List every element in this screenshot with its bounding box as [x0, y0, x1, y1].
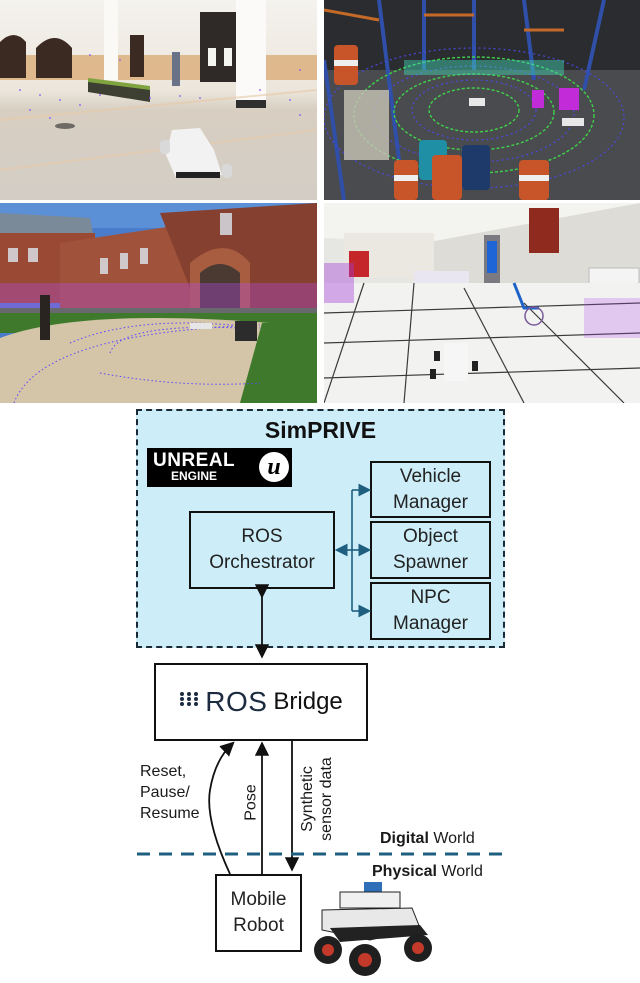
ros-dots-icon: [179, 689, 199, 715]
orchestrator-line1: ROS: [241, 526, 283, 547]
reset-label: Reset, Pause/ Resume: [140, 761, 200, 824]
scene-warehouse: [324, 0, 640, 200]
simprive-title: SimPRIVE: [264, 417, 377, 443]
unreal-logo-line1: UNREAL: [153, 450, 236, 471]
scene-campus: [0, 203, 317, 403]
digital-world-label: Digital World: [380, 828, 475, 849]
unreal-engine-logo: UNREAL ENGINE u: [147, 448, 292, 487]
scene-indoor-hall: [0, 0, 317, 200]
reset-label-line1: Reset,: [140, 763, 187, 780]
vehicle-manager-line1: Vehicle: [399, 465, 462, 487]
reset-label-line2: Pause/: [140, 784, 190, 801]
physical-robot-image: [314, 882, 432, 976]
physical-rest: World: [436, 863, 483, 880]
npc-manager-line1: NPC: [410, 587, 451, 608]
synthetic-label-line1: Synthetic: [299, 766, 316, 832]
npc-manager-line2: Manager: [393, 613, 468, 634]
orchestrator-module-links: [334, 483, 372, 618]
warehouse-illustration: [324, 0, 640, 200]
scene-hospital: [324, 203, 640, 403]
pose-label: Pose: [242, 784, 260, 821]
digital-rest: World: [428, 830, 475, 847]
hospital-illustration: [324, 203, 640, 403]
vehicle-manager-line2: Manager: [393, 491, 468, 513]
mobile-robot-box: Mobile Robot: [215, 874, 302, 952]
bridge-text: Bridge: [273, 688, 343, 715]
physical-bold: Physical: [372, 863, 437, 880]
robot-render-hospital: [430, 343, 478, 381]
physical-world-label: Physical World: [372, 861, 483, 882]
reset-arrow: [208, 741, 235, 875]
unreal-u-glyph: u: [267, 454, 281, 480]
indoor-hall-illustration: [0, 0, 317, 178]
object-spawner-line1: Object: [403, 526, 458, 547]
npc-manager-box: NPC Manager: [370, 582, 491, 640]
robot-render: [160, 128, 232, 178]
vehicle-manager-box: Vehicle Manager: [370, 461, 491, 518]
orchestrator-line2: Orchestrator: [209, 552, 315, 573]
reset-label-line3: Resume: [140, 805, 200, 822]
mobile-robot-line1: Mobile: [230, 889, 287, 910]
ros-logo-text: ROS: [205, 686, 268, 717]
object-spawner-box: Object Spawner: [370, 521, 491, 579]
digital-bold: Digital: [380, 830, 429, 847]
ros-orchestrator-box: ROS Orchestrator: [189, 511, 335, 589]
ros-bridge-box: ROS Bridge: [154, 663, 368, 741]
synthetic-label-line2: sensor data: [318, 757, 335, 841]
mobile-robot-line2: Robot: [233, 915, 284, 936]
unreal-logo-line2: ENGINE: [171, 469, 218, 483]
unreal-u-icon: u: [259, 452, 289, 482]
campus-illustration: [0, 203, 317, 403]
object-spawner-line2: Spawner: [393, 552, 468, 573]
synthetic-label: Synthetic sensor data: [298, 744, 336, 854]
